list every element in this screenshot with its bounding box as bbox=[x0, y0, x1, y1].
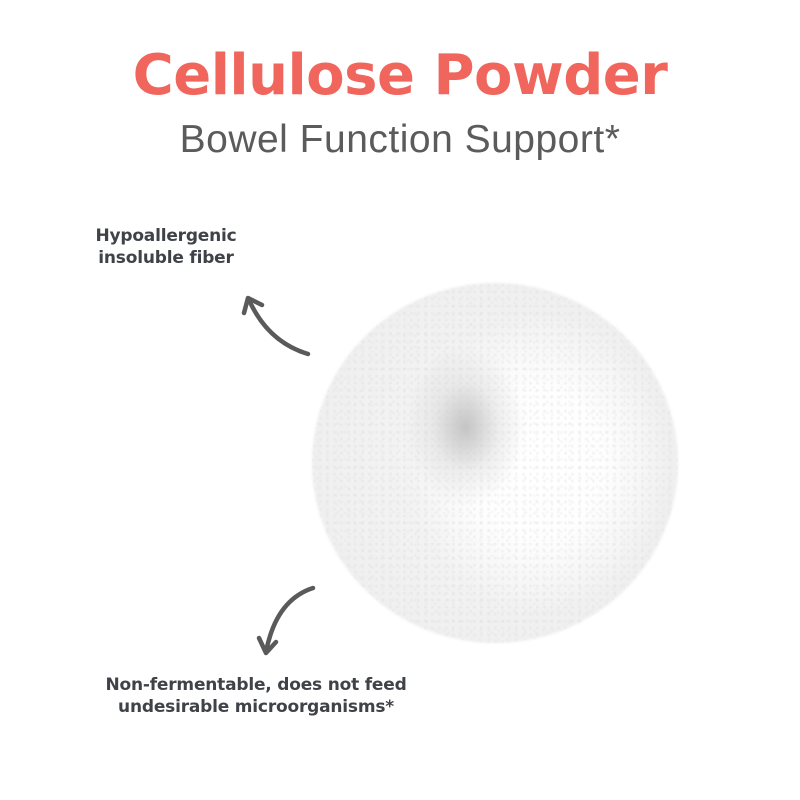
callout-line: undesirable microorganisms* bbox=[118, 697, 394, 717]
callout-line: insoluble fiber bbox=[98, 248, 234, 268]
callout-line: Non-fermentable, does not feed bbox=[105, 675, 407, 695]
callout-non-fermentable: Non-fermentable, does not feed undesirab… bbox=[86, 674, 426, 718]
product-title: Cellulose Powder bbox=[132, 43, 668, 108]
callout-line: Hypoallergenic bbox=[95, 226, 237, 246]
powder-pile-image bbox=[312, 283, 678, 643]
callout-hypoallergenic: Hypoallergenic insoluble fiber bbox=[86, 225, 246, 269]
product-subtitle: Bowel Function Support* bbox=[179, 118, 621, 161]
powder-texture bbox=[312, 283, 678, 643]
